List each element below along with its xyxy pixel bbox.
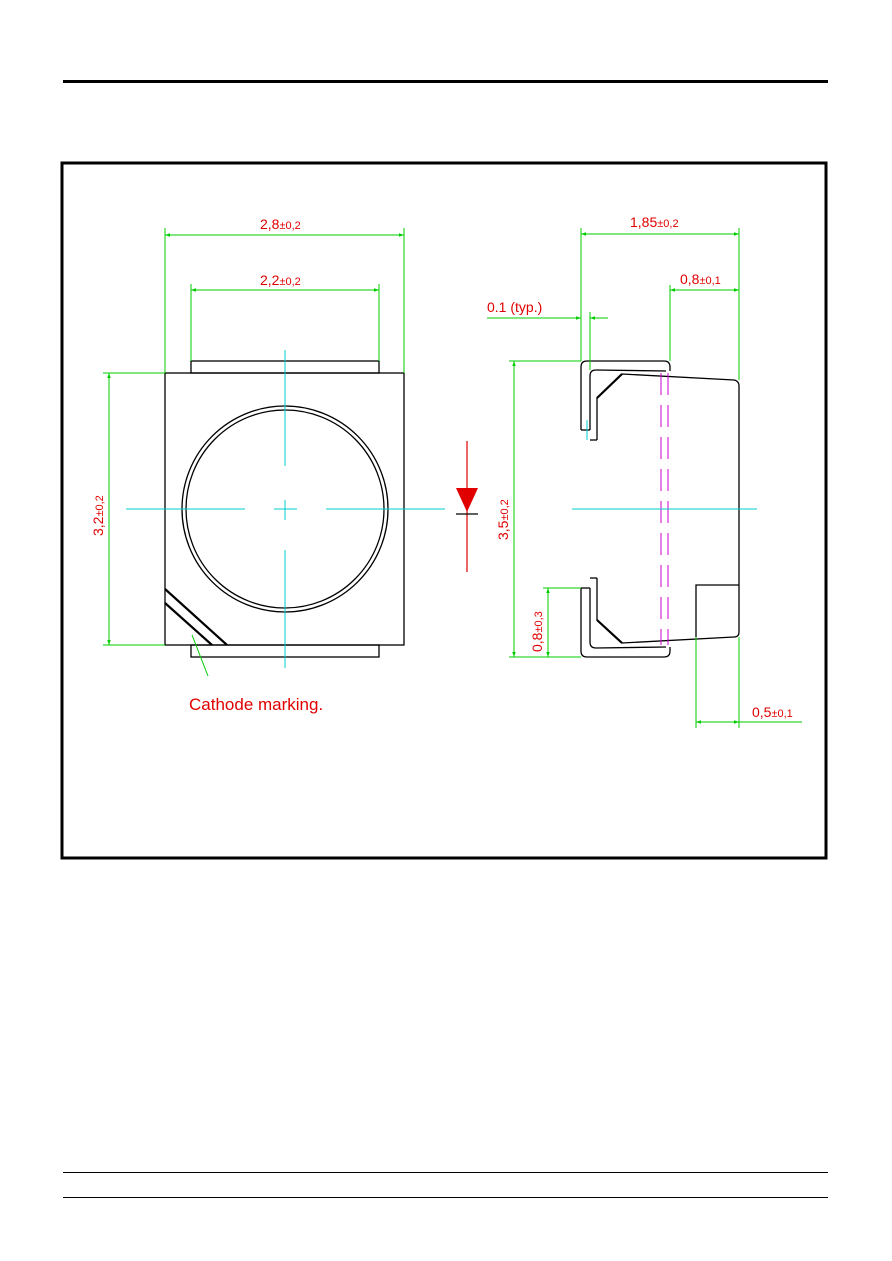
side-dimension-lines [487, 228, 802, 728]
dim-lead-thickness: 0.1 (typ.) [487, 299, 542, 315]
dim-width-pad: 2,2±0,2 [260, 272, 301, 288]
dim-lens-depth: 0,8±0,1 [680, 271, 721, 287]
front-centerlines [126, 350, 445, 668]
dim-height-side-value: 3,5 [495, 520, 511, 540]
dim-pad-width-tol: ±0,1 [771, 708, 792, 720]
dim-width-outer: 2,8±0,2 [260, 216, 301, 232]
dim-width-pad-tol: ±0,2 [279, 276, 300, 288]
dim-width-outer-tol: ±0,2 [279, 220, 300, 232]
dim-height-front-tol: ±0,2 [94, 495, 106, 516]
dim-lens-depth-tol: ±0,1 [699, 275, 720, 287]
dim-pad-width-value: 0,5 [752, 704, 772, 720]
side-centerlines [572, 420, 757, 510]
dim-height-front-value: 3,2 [90, 516, 106, 536]
drawing-frame [60, 161, 828, 860]
front-view: 2,8±0,2 2,2±0,2 3,2±0,2 Cathode marking. [90, 216, 445, 714]
dim-lens-depth-value: 0,8 [680, 271, 700, 287]
front-dimension-lines [103, 228, 405, 677]
dim-lead-height: 0,8±0,3 [529, 611, 545, 652]
dim-lead-height-value: 0,8 [529, 632, 545, 652]
dim-pad-width: 0,5±0,1 [752, 704, 793, 720]
dim-lead-height-tol: ±0,3 [533, 611, 545, 632]
dim-height-side: 3,5±0,2 [495, 499, 511, 540]
diode-symbol-icon [456, 441, 478, 572]
dim-height-front: 3,2±0,2 [90, 495, 106, 536]
dim-depth-total-value: 1,85 [630, 214, 657, 230]
front-dimension-labels: 2,8±0,2 2,2±0,2 3,2±0,2 Cathode marking. [90, 216, 323, 714]
dim-depth-total: 1,85±0,2 [630, 214, 679, 230]
dim-height-side-tol: ±0,2 [499, 499, 511, 520]
footer-rule-top [63, 1172, 828, 1173]
dim-width-outer-value: 2,8 [260, 216, 280, 232]
cathode-marking-label: Cathode marking. [189, 695, 323, 714]
side-dimension-labels: 1,85±0,2 0,8±0,1 0.1 (typ.) 3,5±0,2 0,8±… [487, 214, 793, 720]
dim-depth-total-tol: ±0,2 [657, 218, 678, 230]
dim-width-pad-value: 2,2 [260, 272, 280, 288]
footer-rule-bottom [63, 1197, 828, 1198]
header-rule [63, 80, 828, 83]
side-view: 1,85±0,2 0,8±0,1 0.1 (typ.) 3,5±0,2 0,8±… [487, 214, 802, 728]
